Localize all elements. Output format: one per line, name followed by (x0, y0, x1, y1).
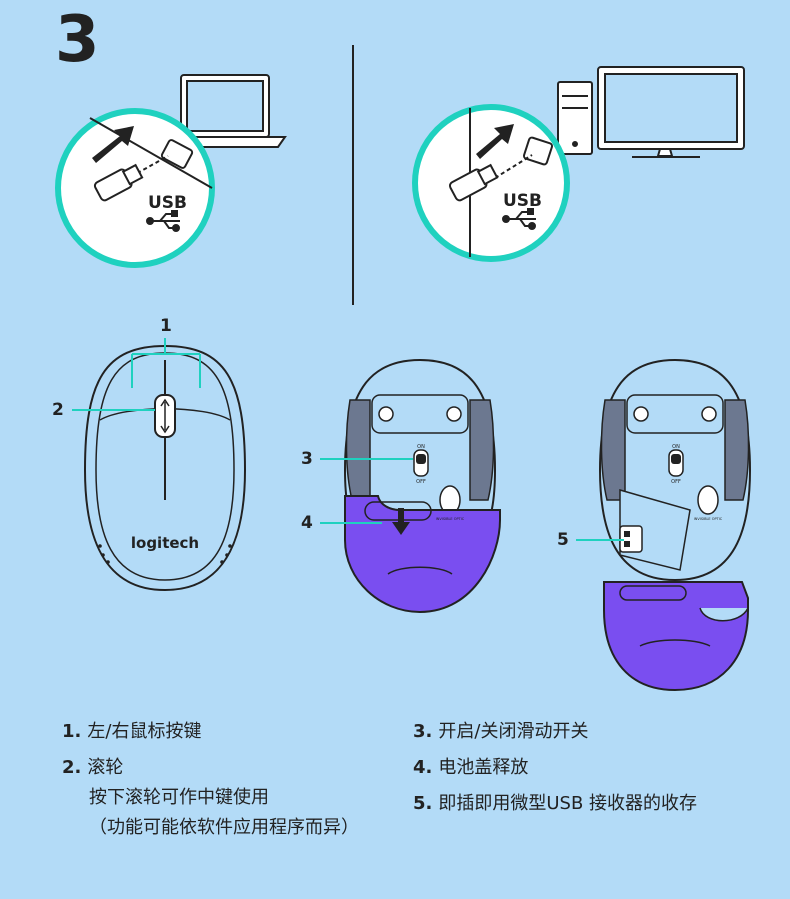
callout-lines-bottom-view (320, 458, 413, 524)
usb-icon (146, 210, 180, 232)
legend-text: 电池盖释放 (438, 757, 529, 778)
legend-text: 滚轮 (87, 757, 124, 778)
arrow-down-icon (392, 508, 410, 535)
desktop-zoom-circle (412, 104, 570, 262)
step-number: 3 (55, 3, 100, 77)
legend-item: 4.电池盖释放 (413, 753, 773, 783)
callout-1: 1 (160, 316, 172, 336)
mouse-open-view (598, 358, 752, 692)
callout-2: 2 (52, 400, 64, 420)
usb-label-left: USB (148, 193, 187, 213)
laptop-zoom-circle (55, 108, 215, 268)
callout-3: 3 (301, 449, 313, 469)
mouse-bottom-view (343, 358, 501, 614)
legend-subtext: （功能可能依软件应用程序而异） (89, 817, 359, 838)
legend-right: 3.开启/关闭滑动开关 4.电池盖释放 5.即插即用微型USB 接收器的收存 (413, 717, 773, 819)
legend-item: 3.开启/关闭滑动开关 (413, 717, 773, 747)
usb-label-right: USB (503, 191, 542, 211)
sensor-label: INVISIBLE OPTIC (436, 517, 465, 521)
legend-text: 开启/关闭滑动开关 (438, 721, 589, 742)
legend-text: 左/右鼠标按键 (87, 721, 202, 742)
legend-number: 1. (62, 721, 82, 742)
removed-battery-cover (603, 581, 749, 692)
legend-subtext: 按下滚轮可作中键使用 (89, 787, 269, 808)
legend-item: 1.左/右鼠标按键 (62, 717, 402, 747)
legend-number: 2. (62, 757, 82, 778)
callout-4: 4 (301, 513, 313, 533)
mouse-top-view (83, 344, 247, 592)
legend-item: 2.滚轮 (62, 753, 402, 783)
desktop-illustration (557, 66, 745, 158)
callout-5: 5 (557, 530, 569, 550)
legend-text: 即插即用微型USB 接收器的收存 (438, 793, 698, 814)
battery-cover (344, 495, 501, 614)
switch-off-label: OFF (671, 479, 681, 485)
laptop-illustration (170, 74, 287, 148)
legend-item: 5.即插即用微型USB 接收器的收存 (413, 789, 773, 819)
switch-off-label: OFF (416, 479, 426, 485)
switch-on-label: ON (417, 444, 425, 450)
usb-icon (502, 208, 536, 230)
legend-number: 5. (413, 793, 433, 814)
sensor-label: INVISIBLE OPTIC (694, 517, 723, 521)
callout-lines-top-view (72, 338, 201, 411)
legend-number: 3. (413, 721, 433, 742)
logitech-logo: logitech (131, 534, 199, 552)
legend-left: 1.左/右鼠标按键 2.滚轮 按下滚轮可作中键使用 （功能可能依软件应用程序而异… (62, 717, 402, 843)
switch-on-label: ON (672, 444, 680, 450)
legend-number: 4. (413, 757, 433, 778)
